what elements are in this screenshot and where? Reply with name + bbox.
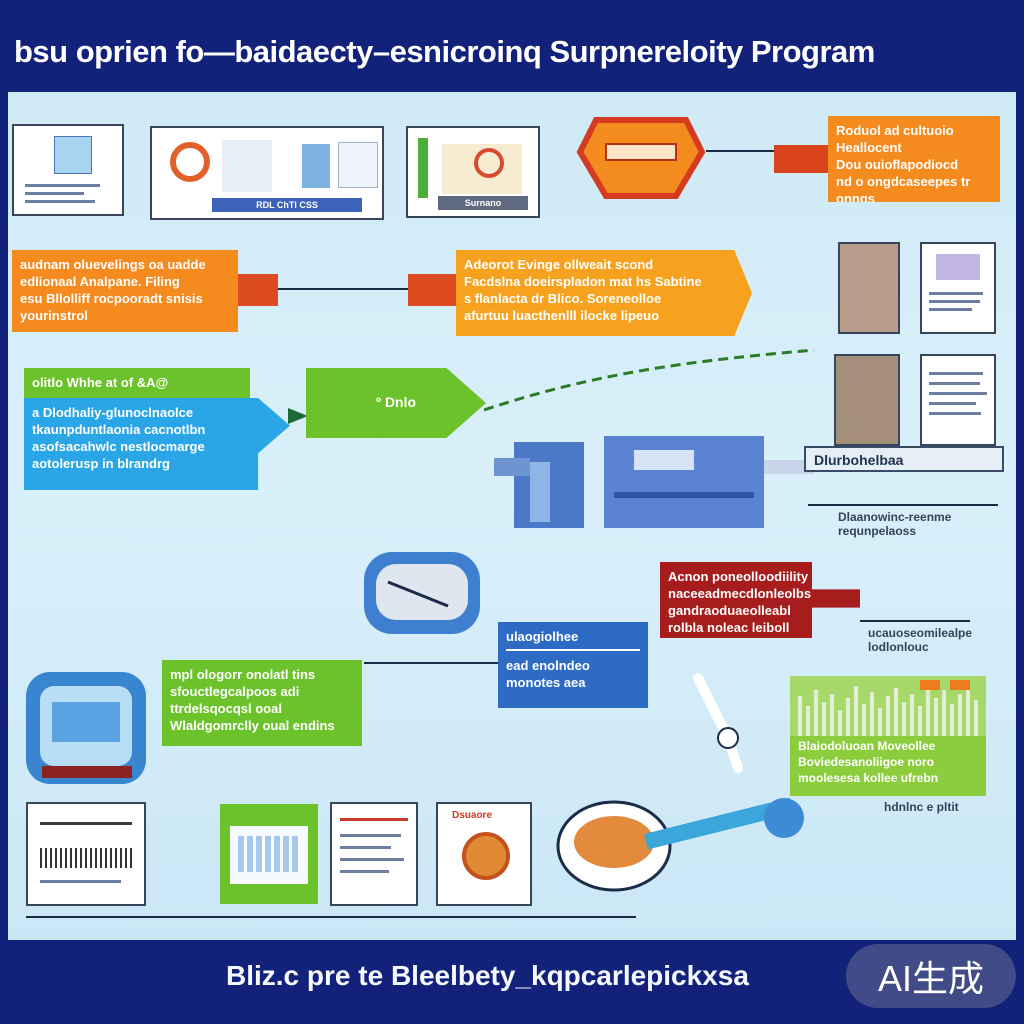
chart-panel: Blaiodoluoan Moveollee Boviedesanoliigoe… (790, 676, 986, 796)
connector-block (238, 274, 278, 306)
connector-line (278, 288, 408, 290)
connector-line (706, 150, 776, 152)
document-thumbnail (920, 242, 996, 334)
right-note-text: Dlaanowinc-reenme requnpelaoss (838, 510, 952, 538)
page-title: bsu oprien fo—baidaecty–esnicroinq Surpn… (14, 34, 875, 69)
photo-thumbnail (838, 242, 900, 334)
orange-callout-left: audnam oluevelings oa uadde edlionaal An… (12, 250, 238, 332)
instrument-icon (693, 673, 743, 773)
right-gray-text: ucauoseomilealpe lodlonlouc (868, 626, 973, 654)
green-frame-document (220, 804, 318, 904)
blue-panel-title: ulaogiolhee (506, 628, 640, 651)
document-thumbnail: Dsuaore (436, 802, 532, 906)
footer-caption: Bliz.c pre te Bleelbety_kqpcarlepickxsa (226, 960, 749, 991)
document-thumbnail (920, 354, 996, 446)
orange-callout-top-right: Roduol ad cultuoio Heallocent Dou ouiofl… (828, 116, 1000, 202)
connector-block (408, 274, 456, 306)
document-thumbnail: RDL ChTl CSS (150, 126, 384, 220)
dashed-connector (484, 348, 815, 412)
blue-panel: ulaogiolhee ead enolndeo monotes aea (498, 622, 648, 708)
lantern-icon (576, 117, 706, 199)
connector-line (808, 504, 998, 506)
baseline-line (26, 916, 636, 918)
document-label: RDL ChTl CSS (212, 198, 362, 212)
green-arrow-box: º Dnlo (306, 368, 486, 438)
document-thumbnail (12, 124, 124, 216)
orange-callout-center: Adeorot Evinge ollweait scond Facdslna d… (456, 250, 752, 336)
connector-block (774, 145, 834, 173)
machine-illustration (494, 436, 814, 528)
right-chart-label: hdnlnc e pltit (884, 800, 959, 814)
connector-line (860, 620, 970, 622)
blue-arrow-box-left: a Dlodhaliy‐glunoclnaolce tkaunpduntlaon… (24, 398, 290, 490)
darkred-callout: Acnon poneolloodiility naceeadmecdlonleo… (660, 562, 860, 638)
ai-generated-badge: AI生成 (846, 944, 1016, 1008)
blue-panel-body: ead enolndeo monotes aea (506, 658, 590, 690)
machine-label: Dlurbohelbaa (804, 446, 1004, 472)
connector-line (364, 662, 498, 664)
green-header-left: olitlo Whhe at of &A@ (24, 368, 250, 398)
arrow-right-icon (288, 408, 308, 424)
scope-illustration (556, 797, 804, 892)
scanner-device-icon (364, 552, 480, 634)
photo-thumbnail (834, 354, 900, 446)
chart-panel-text: Blaiodoluoan Moveollee Boviedesanoliigoe… (798, 739, 939, 785)
green-callout-bottom: mpl ologorr onolatl tins sfouctlegcalpoo… (162, 660, 362, 746)
diagram-canvas: RDL ChTl CSS Surnano Roduol ad cultuoio … (8, 92, 1016, 940)
document-thumbnail: Surnano (406, 126, 540, 218)
document-thumbnail (26, 802, 146, 906)
document-thumbnail (330, 802, 418, 906)
robot-illustration (26, 672, 146, 784)
document-label: Dsuaore (452, 810, 493, 821)
bar-chart-graphic (790, 676, 986, 736)
